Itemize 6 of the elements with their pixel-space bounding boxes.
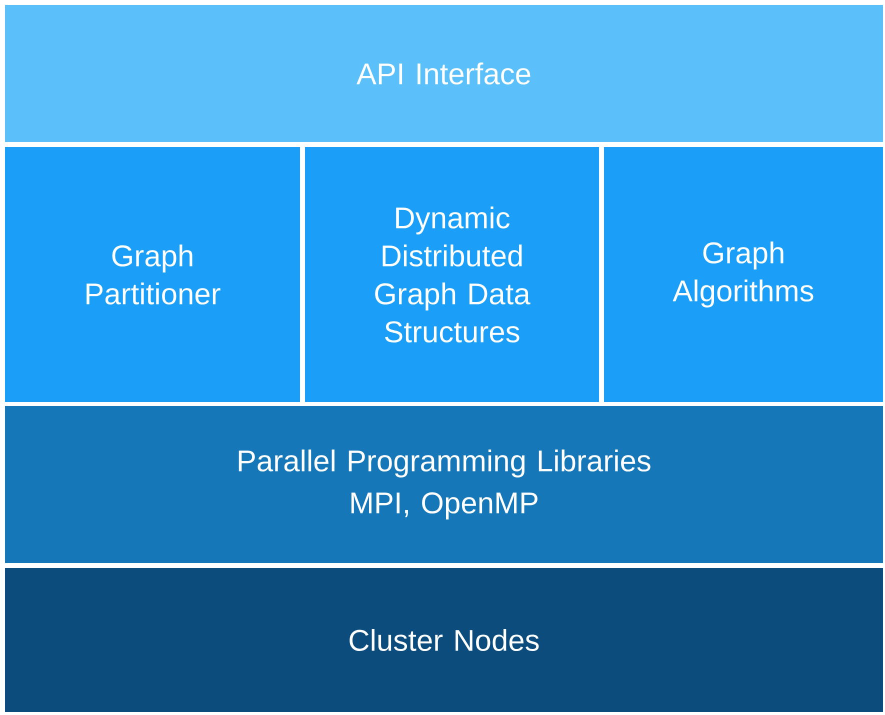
- layer-box: Cluster Nodes: [5, 568, 883, 712]
- layer-box: API Interface: [5, 5, 883, 142]
- layer-box: Graph Partitioner: [5, 147, 300, 402]
- layer-box: Graph Algorithms: [604, 147, 883, 402]
- layer-box: Dynamic Distributed Graph Data Structures: [305, 147, 599, 402]
- layer-box: Parallel Programming Libraries MPI, OpenMP: [5, 406, 883, 563]
